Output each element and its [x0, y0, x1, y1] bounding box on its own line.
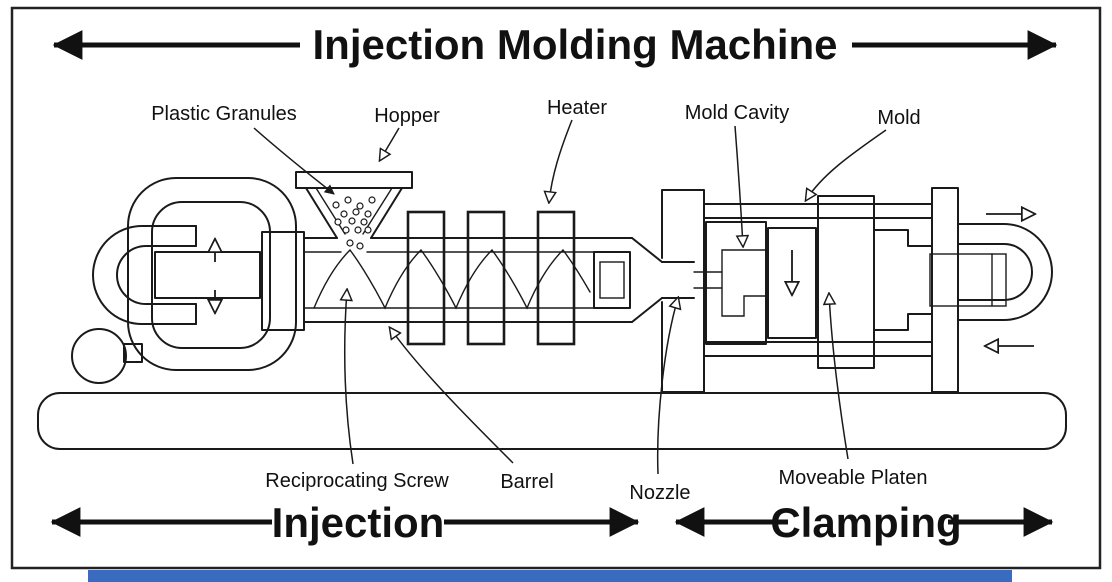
piston-rod — [154, 251, 261, 299]
label-moveable-platen: Moveable Platen — [779, 467, 928, 489]
section-clamping: Clamping — [770, 499, 961, 546]
machine-drawing — [37, 171, 1067, 450]
motor-circle — [71, 328, 143, 384]
border-frame — [10, 6, 1102, 570]
heater-band — [536, 210, 576, 346]
leader-hopper — [380, 127, 400, 160]
drive-housing — [127, 177, 297, 371]
heater-bands — [406, 210, 576, 346]
leader-lines — [253, 119, 887, 475]
bottom-accent-bar — [88, 570, 1012, 582]
dimension-arrows — [50, 30, 1058, 537]
label-reciprocating-screw: Reciprocating Screw — [265, 470, 449, 492]
injection-cylinder — [92, 225, 197, 325]
leader-nozzle — [656, 298, 678, 475]
machine-base — [37, 392, 1067, 450]
barrel-rear-cap — [261, 231, 305, 331]
label-barrel: Barrel — [500, 471, 553, 493]
leader-heater — [549, 119, 573, 202]
stationary-platen — [661, 189, 705, 393]
leader-barrel — [390, 328, 514, 464]
moveable-platen-shape — [817, 195, 875, 369]
leader-plastic-granules — [253, 127, 335, 195]
mold-moving-half — [767, 227, 817, 339]
leader-mold-cavity — [734, 125, 743, 246]
label-plastic-granules: Plastic Granules — [151, 103, 297, 125]
page-title: Injection Molding Machine — [313, 21, 838, 68]
barrel-shape — [303, 237, 633, 323]
mold-cavity-shape — [721, 249, 767, 317]
clamp-step-block — [873, 229, 933, 331]
label-hopper: Hopper — [374, 105, 440, 127]
leader-reciprocating-screw — [345, 290, 354, 465]
label-mold: Mold — [877, 107, 920, 129]
heater-band — [406, 210, 446, 346]
screw-shape — [313, 248, 591, 310]
heater-band — [466, 210, 506, 346]
granules-dots — [332, 196, 376, 250]
leader-mold — [806, 129, 887, 200]
clamping-cylinder — [929, 223, 1053, 321]
clamp-piston — [929, 253, 1007, 307]
right-support-column — [931, 187, 959, 393]
label-mold-cavity: Mold Cavity — [685, 102, 789, 124]
leader-moveable-platen — [829, 294, 849, 460]
nozzle-shape — [631, 237, 723, 323]
hopper-shape — [295, 171, 413, 239]
screw-tip-valve — [593, 251, 631, 309]
label-nozzle: Nozzle — [629, 482, 690, 504]
label-heater: Heater — [547, 97, 607, 119]
section-injection: Injection — [272, 499, 445, 546]
mold-fixed-half — [705, 221, 767, 345]
